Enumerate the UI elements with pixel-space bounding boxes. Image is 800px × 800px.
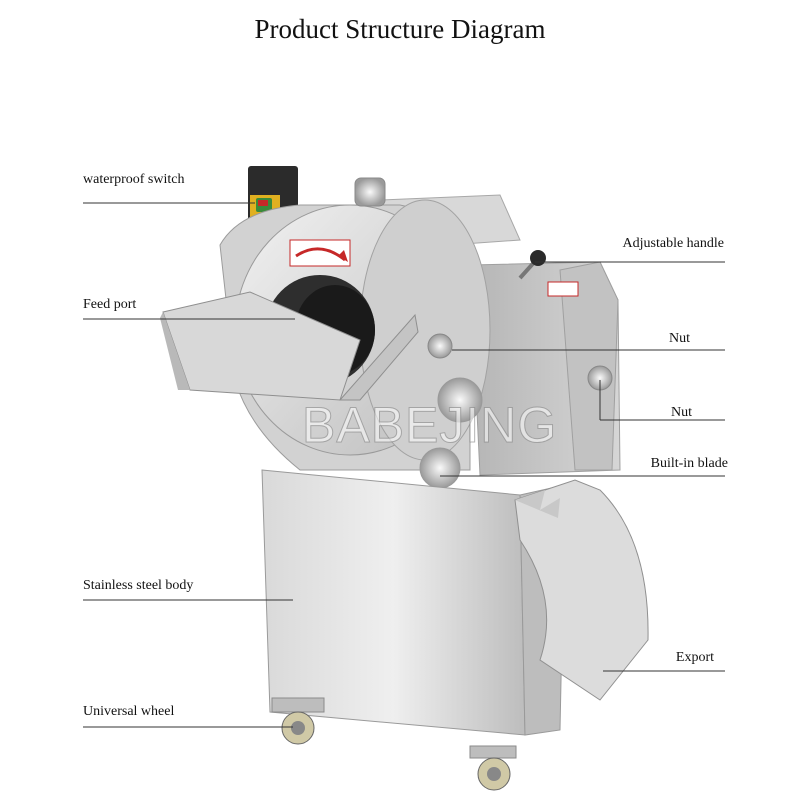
diagram-title: Product Structure Diagram: [254, 14, 546, 44]
universal-wheels-graphic: [271, 697, 517, 791]
label-builtin-blade: Built-in blade: [650, 456, 728, 471]
label-adjustable-handle: Adjustable handle: [622, 236, 724, 251]
label-feed-port: Feed port: [83, 297, 137, 312]
label-stainless-body: Stainless steel body: [83, 578, 194, 593]
export-chute-graphic: [514, 479, 649, 701]
label-nut-side: Nut: [671, 405, 692, 420]
watermark: BABEJING: [301, 397, 558, 454]
nut-top-graphic: [427, 333, 453, 359]
label-universal-wheel: Universal wheel: [83, 704, 175, 719]
label-nut-top: Nut: [669, 331, 690, 346]
label-export: Export: [675, 650, 714, 665]
leader-lines: [83, 202, 725, 728]
label-waterproof-switch: waterproof switch: [83, 172, 185, 187]
